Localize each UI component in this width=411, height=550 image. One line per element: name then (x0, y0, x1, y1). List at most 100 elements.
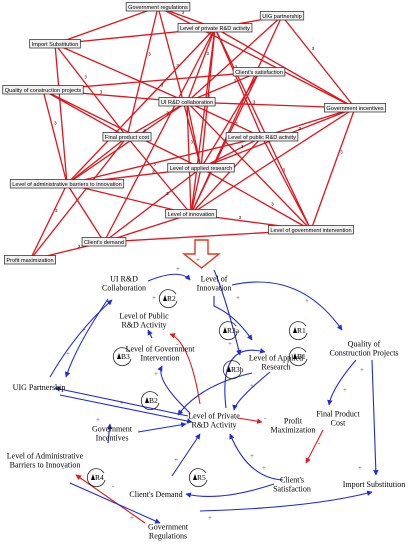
loop-circle-icon (140, 391, 160, 411)
network-edge (186, 15, 283, 103)
causal-link (49, 299, 113, 378)
causal-link (169, 333, 201, 405)
edge-weight-label: 3 (166, 191, 169, 196)
network-node-label: Government regulations (128, 5, 188, 11)
causal-link (229, 433, 284, 481)
network-edge (190, 167, 202, 215)
network-node-label: Client's satisfaction (235, 70, 283, 76)
loop-arrow-icon (163, 295, 167, 301)
network-node-box (102, 132, 152, 142)
loop-circle-icon (112, 347, 132, 367)
loop-circle-icon (188, 468, 208, 488)
polarity-sign: + (196, 256, 200, 264)
polarity-sign: + (250, 452, 254, 460)
loop-label: R3b (231, 365, 244, 374)
network-node-box (167, 163, 235, 173)
polarity-sign: + (120, 399, 124, 407)
causal-link (231, 281, 343, 331)
edge-weight-label: 3 (312, 46, 315, 51)
network-edge (186, 101, 202, 169)
causal-link (54, 386, 189, 417)
edge-weight-label: 3 (84, 74, 87, 79)
network-node-box (2, 85, 84, 95)
network-edge (214, 27, 312, 231)
edge-weight-label: 3 (206, 51, 209, 56)
loop-label: B2 (149, 396, 158, 405)
network-edge (186, 101, 312, 231)
network-node-label: Quality of construction projects (5, 88, 82, 94)
polarity-sign: + (208, 514, 212, 522)
loop-circle-icon (158, 289, 178, 309)
polarity-sign: + (236, 294, 240, 302)
edge-weight-label: 3 (234, 78, 237, 83)
polarity-sign: + (82, 326, 86, 334)
network-edge (29, 136, 128, 261)
loop-circle-icon (288, 321, 308, 341)
loop-circle-icon (222, 360, 242, 380)
network-edge (54, 43, 68, 185)
network-edge (29, 183, 68, 261)
edge-weight-label: 3 (191, 140, 194, 145)
causal-link (305, 429, 324, 464)
network-edge (186, 71, 260, 103)
network-node-box (165, 209, 217, 219)
network-edge (66, 136, 128, 185)
loop-arrow-icon (91, 474, 95, 480)
network-edge (200, 136, 263, 169)
polarity-sign: + (96, 416, 100, 424)
loop-arrow-icon (293, 327, 297, 333)
edge-weight-label: 3 (78, 244, 81, 249)
causal-link (213, 296, 253, 341)
polarity-sign: + (228, 340, 232, 348)
causal-link (327, 359, 357, 406)
network-edge (190, 136, 263, 215)
network-node-label: Level of innovation (168, 212, 215, 218)
edge-weight-label: 3 (340, 149, 343, 154)
causal-link (371, 359, 379, 476)
network-edge (42, 89, 202, 169)
edge-weight-label: 3 (253, 99, 256, 104)
network-edge (186, 101, 192, 215)
network-edge (54, 43, 128, 138)
network-edge (261, 136, 312, 231)
edge-weight-label: 3 (298, 126, 301, 131)
network-node-box (177, 23, 253, 33)
polarity-sign: - (176, 340, 179, 348)
edge-weight-label: 3 (283, 167, 286, 172)
edge-weight-label: 3 (176, 63, 179, 68)
network-edge (42, 89, 128, 138)
causal-link (185, 483, 275, 498)
link-polarity-signs: ++++--++++-++++--++++++++ (62, 256, 364, 522)
polarity-sign: + (174, 456, 178, 464)
network-node-box (324, 103, 386, 113)
network-node-label: Profit maximization (6, 258, 53, 264)
network-edge (186, 27, 216, 103)
network-edge (66, 183, 192, 215)
loop-label: R2 (167, 294, 176, 303)
causal-link (106, 423, 113, 444)
network-node-box (9, 179, 125, 189)
edge-weight-label: 3 (182, 10, 185, 15)
edge-weight-label: 3 (208, 94, 211, 99)
polarity-sign: + (154, 370, 158, 378)
loop-label: R3a (227, 326, 240, 335)
polarity-sign: + (130, 514, 134, 522)
network-edge (103, 27, 216, 243)
loop-arrow-icon (227, 366, 231, 372)
network-edge (42, 89, 68, 185)
down-arrow-icon (182, 239, 221, 269)
network-edge (186, 101, 263, 138)
network-node-box (125, 2, 191, 12)
loop-label: R5 (197, 473, 206, 482)
causal-link (177, 372, 253, 416)
variable-uig_p: UIG Partnership (13, 383, 66, 392)
